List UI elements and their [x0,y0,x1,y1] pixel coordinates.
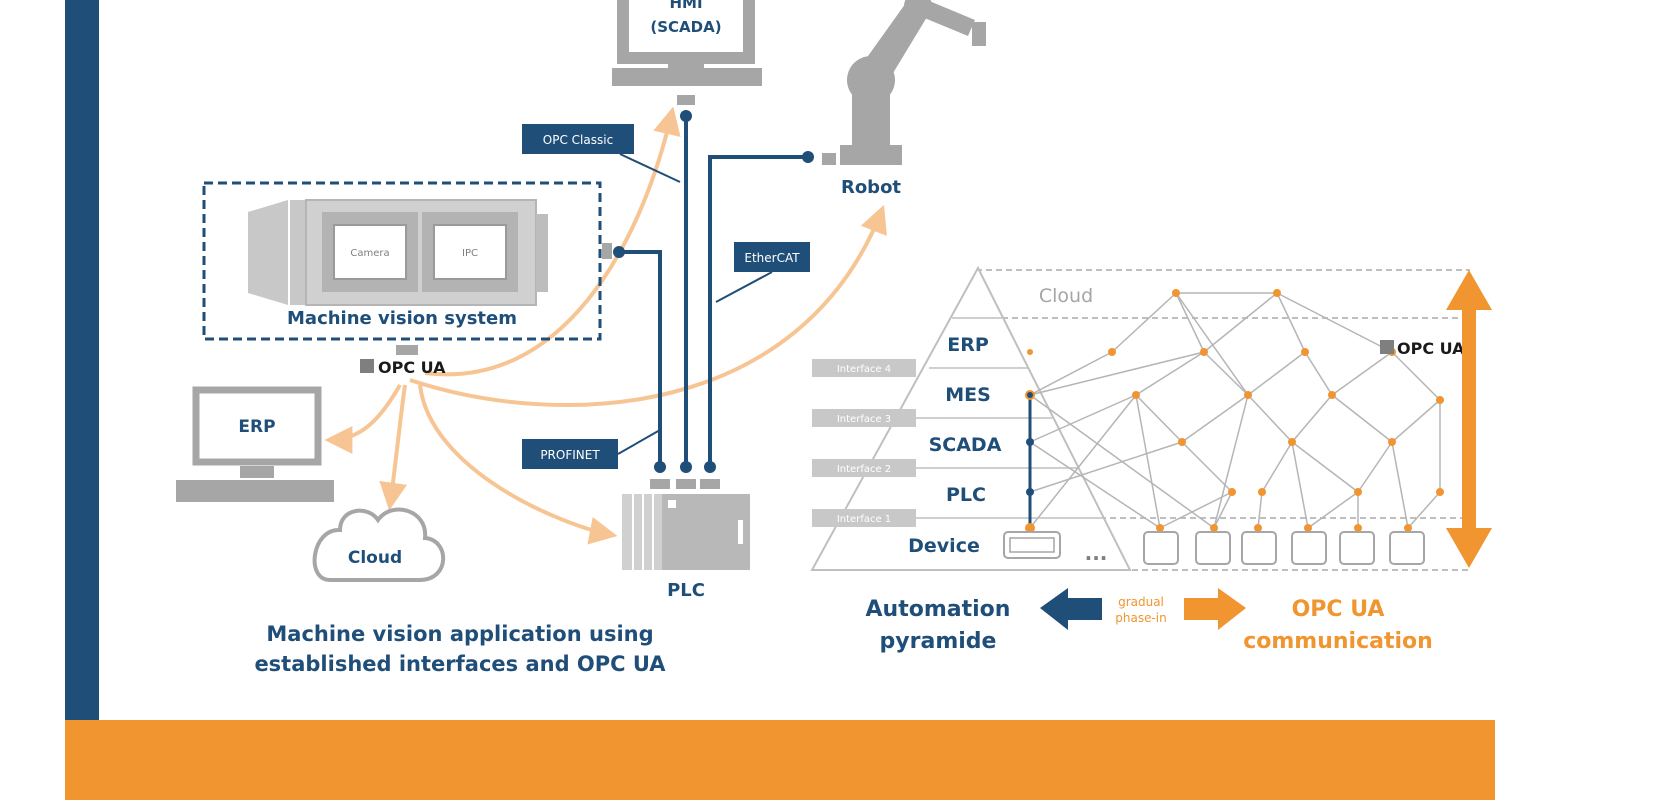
plc-port-dot-1 [654,461,666,473]
level-erp: ERP [947,334,989,356]
level-plc: PLC [946,484,986,506]
pyramid-chain [1025,390,1035,533]
caption-line-1: Machine vision application using [266,622,653,646]
level-lines [812,269,1470,571]
hmi-label: HMI [669,0,702,12]
device-ellipsis: ... [1085,541,1108,565]
legend-opcua-line1: OPC UA [1292,597,1385,622]
opcua-logo-left-text: OPC UA [378,358,446,377]
interface-4-label: Interface 4 [837,364,891,375]
interface-labels: Interface 4 Interface 3 Interface 2 Inte… [812,359,916,527]
opc-classic-text: OPC Classic [543,133,613,147]
interface-2-label: Interface 2 [837,464,891,475]
legend-opcua-line2: communication [1243,629,1433,654]
device-boxes [1003,531,1425,565]
profinet-text: PROFINET [540,448,600,462]
cloud-level-label: Cloud [1039,285,1093,307]
opcua-network-nodes [1027,289,1444,532]
ethercat-tag: EtherCAT [715,242,810,303]
legend-gradual: gradual [1118,595,1164,609]
plc-port-dot-3 [704,461,716,473]
interface-3-label: Interface 3 [837,414,891,425]
hmi-port-dot [680,110,692,122]
left-navy-bar [65,0,99,720]
legend-automation-line1: Automation [866,597,1011,622]
opcua-vertical-arrow [1446,270,1492,568]
robot-arm: Robot [822,0,986,198]
cloud-left: Cloud [312,507,446,582]
fieldbus-lines [619,116,808,467]
level-mes: MES [945,384,991,406]
camera-label: Camera [350,248,389,259]
robot-label: Robot [841,177,901,198]
caption-line-2: established interfaces and OPC UA [254,652,666,676]
ipc-label: IPC [462,248,478,259]
plc-device: PLC [622,479,750,601]
level-scada: SCADA [929,434,1002,456]
automation-pyramid [810,265,1132,571]
profinet-tag: PROFINET [522,429,661,469]
vision-port-dot [613,246,625,258]
level-device: Device [908,535,980,557]
opcua-logo-right-text: OPC UA [1397,339,1465,358]
machine-vision-system: Camera IPC Machine vision system [202,181,612,341]
machine-vision-label: Machine vision system [287,308,517,329]
erp-label: ERP [238,417,275,437]
opcua-logo-left: OPC UA [360,345,446,377]
hmi-monitor: HMI (SCADA) [612,0,762,105]
navy-left-arrow [1040,588,1102,630]
opcua-logo-right: OPC UA [1380,339,1465,358]
interface-1-label: Interface 1 [837,514,891,525]
legend-phase-in: phase-in [1115,611,1166,625]
cloud-left-label: Cloud [348,548,402,568]
opc-classic-tag: OPC Classic [522,124,681,183]
ethercat-text: EtherCAT [744,251,800,265]
opcua-network-mesh [1029,292,1441,529]
erp-computer: ERP [176,386,334,502]
plc-label: PLC [667,580,705,601]
legend-automation-line2: pyramide [880,629,997,654]
bottom-orange-bar [65,720,1495,800]
hmi-sublabel: (SCADA) [650,18,721,36]
orange-right-arrow [1184,588,1246,630]
robot-port-dot [802,151,814,163]
opcua-connections [324,106,887,545]
plc-port-dot-2 [680,461,692,473]
